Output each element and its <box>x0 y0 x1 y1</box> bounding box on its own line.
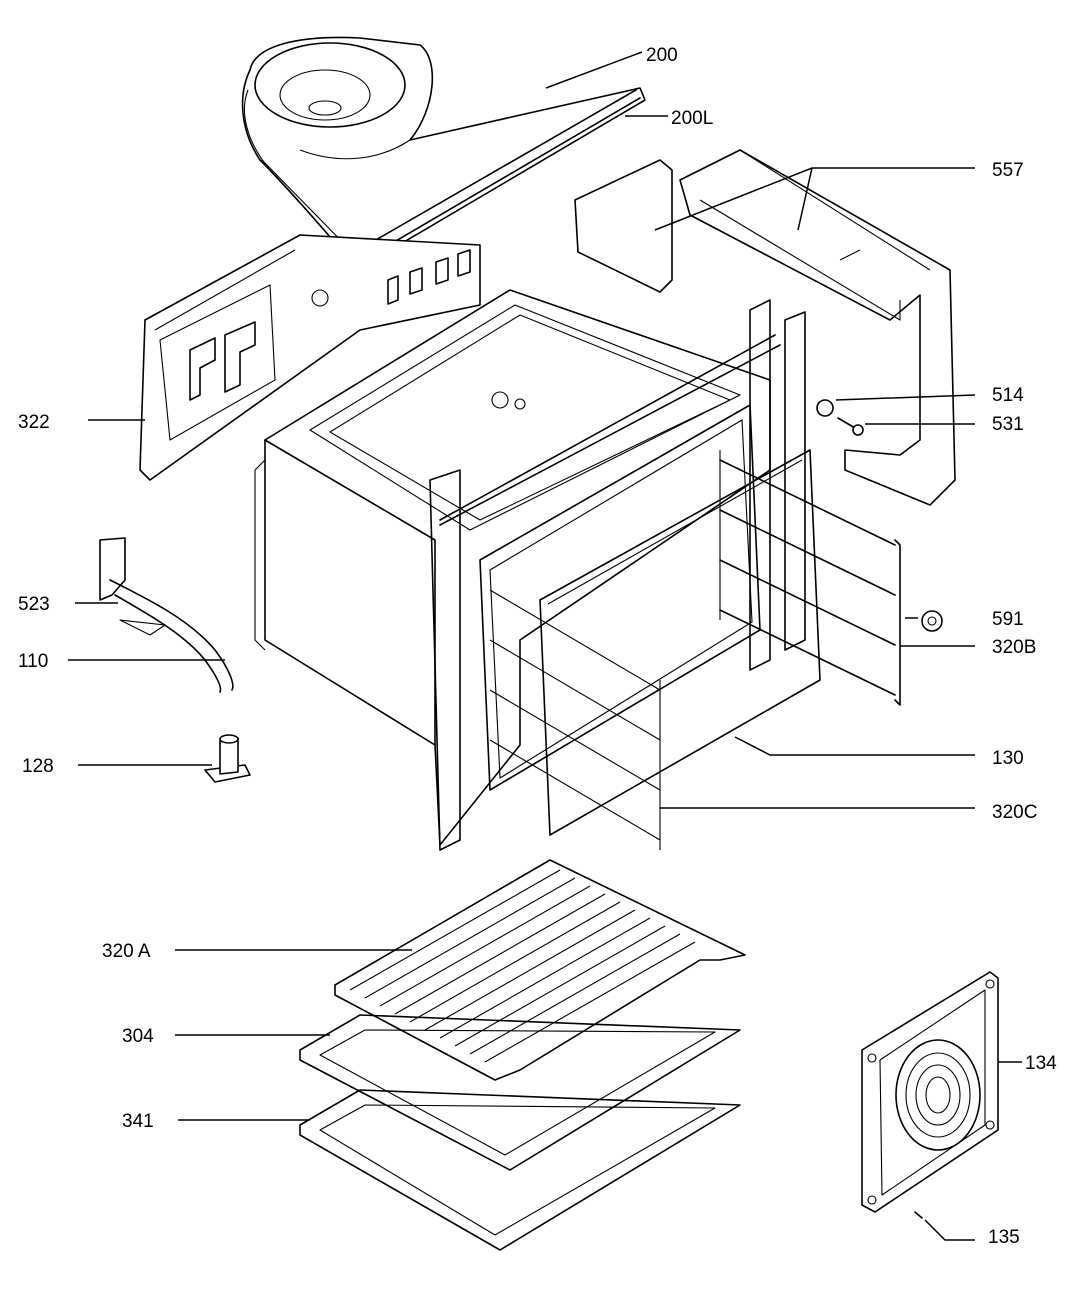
label-531: 531 <box>992 414 1024 435</box>
part-oven-cavity <box>254 289 771 846</box>
label-128: 128 <box>22 756 54 777</box>
label-320A: 320 A <box>102 941 151 962</box>
part-labels: 200 200L 557 322 514 531 523 110 591 320… <box>18 45 1057 1248</box>
part-523-110-hose <box>99 537 234 693</box>
part-200-top-hood <box>241 36 646 271</box>
label-130: 130 <box>992 748 1024 769</box>
part-322-rear-panel <box>139 234 481 481</box>
label-514: 514 <box>992 385 1024 406</box>
leader-lines <box>68 51 1022 1241</box>
label-557: 557 <box>992 160 1024 181</box>
part-134-fan-cover <box>861 971 999 1213</box>
label-523: 523 <box>18 594 50 615</box>
label-110: 110 <box>18 651 48 672</box>
label-134: 134 <box>1025 1053 1057 1074</box>
part-557-insulation <box>574 149 956 506</box>
label-322: 322 <box>18 412 50 433</box>
label-591: 591 <box>992 609 1024 630</box>
label-320B: 320B <box>992 637 1036 658</box>
part-135-screw <box>914 1211 923 1219</box>
label-135: 135 <box>988 1227 1020 1248</box>
part-320B-shelf-runner <box>719 450 901 706</box>
part-591-grommet <box>921 610 943 632</box>
label-200: 200 <box>646 45 678 66</box>
part-320A-grill-rack <box>334 859 746 1081</box>
label-200L: 200L <box>671 108 713 129</box>
part-front-frame <box>429 299 806 851</box>
part-128-fitting <box>204 734 251 783</box>
label-341: 341 <box>122 1111 154 1132</box>
part-514-fitting <box>816 399 834 417</box>
label-320C: 320C <box>992 802 1037 823</box>
part-341-drip-tray <box>299 1089 741 1251</box>
label-304: 304 <box>122 1026 154 1047</box>
part-531-screw <box>837 417 864 436</box>
